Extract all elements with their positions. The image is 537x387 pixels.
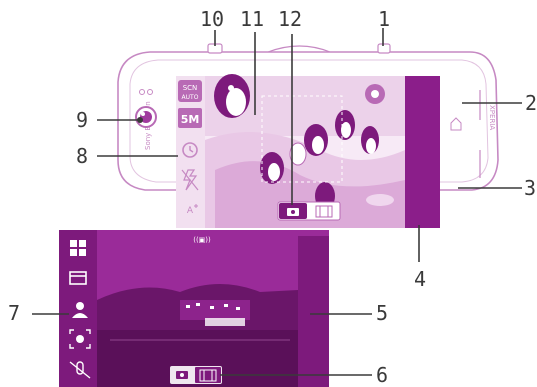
callout-10: 10 bbox=[200, 7, 224, 31]
record-area[interactable] bbox=[298, 236, 329, 387]
resolution-value: 5M bbox=[181, 113, 200, 126]
bottom-screen: ((▣)) bbox=[59, 230, 329, 387]
callout-4: 4 bbox=[414, 267, 426, 291]
still-video-switch[interactable] bbox=[278, 202, 340, 220]
callout-2: 2 bbox=[525, 91, 537, 115]
scene-mode-button[interactable]: SCN AUTO bbox=[178, 80, 202, 102]
stabilizer-icon: ((▣)) bbox=[193, 236, 211, 244]
callout-11: 11 bbox=[240, 7, 264, 31]
callout-7: 7 bbox=[8, 301, 20, 325]
camera-icon bbox=[176, 371, 188, 379]
video-still-switch[interactable] bbox=[170, 366, 222, 384]
model-text: XPERIA bbox=[488, 105, 496, 130]
callout-dot bbox=[137, 117, 143, 123]
callout-8: 8 bbox=[76, 144, 88, 168]
callout-5: 5 bbox=[376, 301, 388, 325]
callout-9: 9 bbox=[76, 108, 88, 132]
shutter-area[interactable] bbox=[405, 76, 440, 228]
scene-mode-value: AUTO bbox=[182, 94, 199, 101]
svg-text:A: A bbox=[187, 206, 194, 216]
camera-icon bbox=[287, 208, 299, 216]
resolution-button[interactable]: 5M bbox=[178, 108, 202, 128]
top-screen: SCN AUTO 5M A bbox=[176, 74, 440, 228]
callout-1: 1 bbox=[378, 7, 390, 31]
callout-12: 12 bbox=[278, 7, 302, 31]
callout-3: 3 bbox=[524, 176, 536, 200]
scene-label: SCN bbox=[183, 84, 198, 92]
svg-text:((▣)): ((▣)) bbox=[193, 236, 211, 244]
boat-silhouette bbox=[205, 318, 245, 326]
callout-6: 6 bbox=[376, 363, 388, 387]
